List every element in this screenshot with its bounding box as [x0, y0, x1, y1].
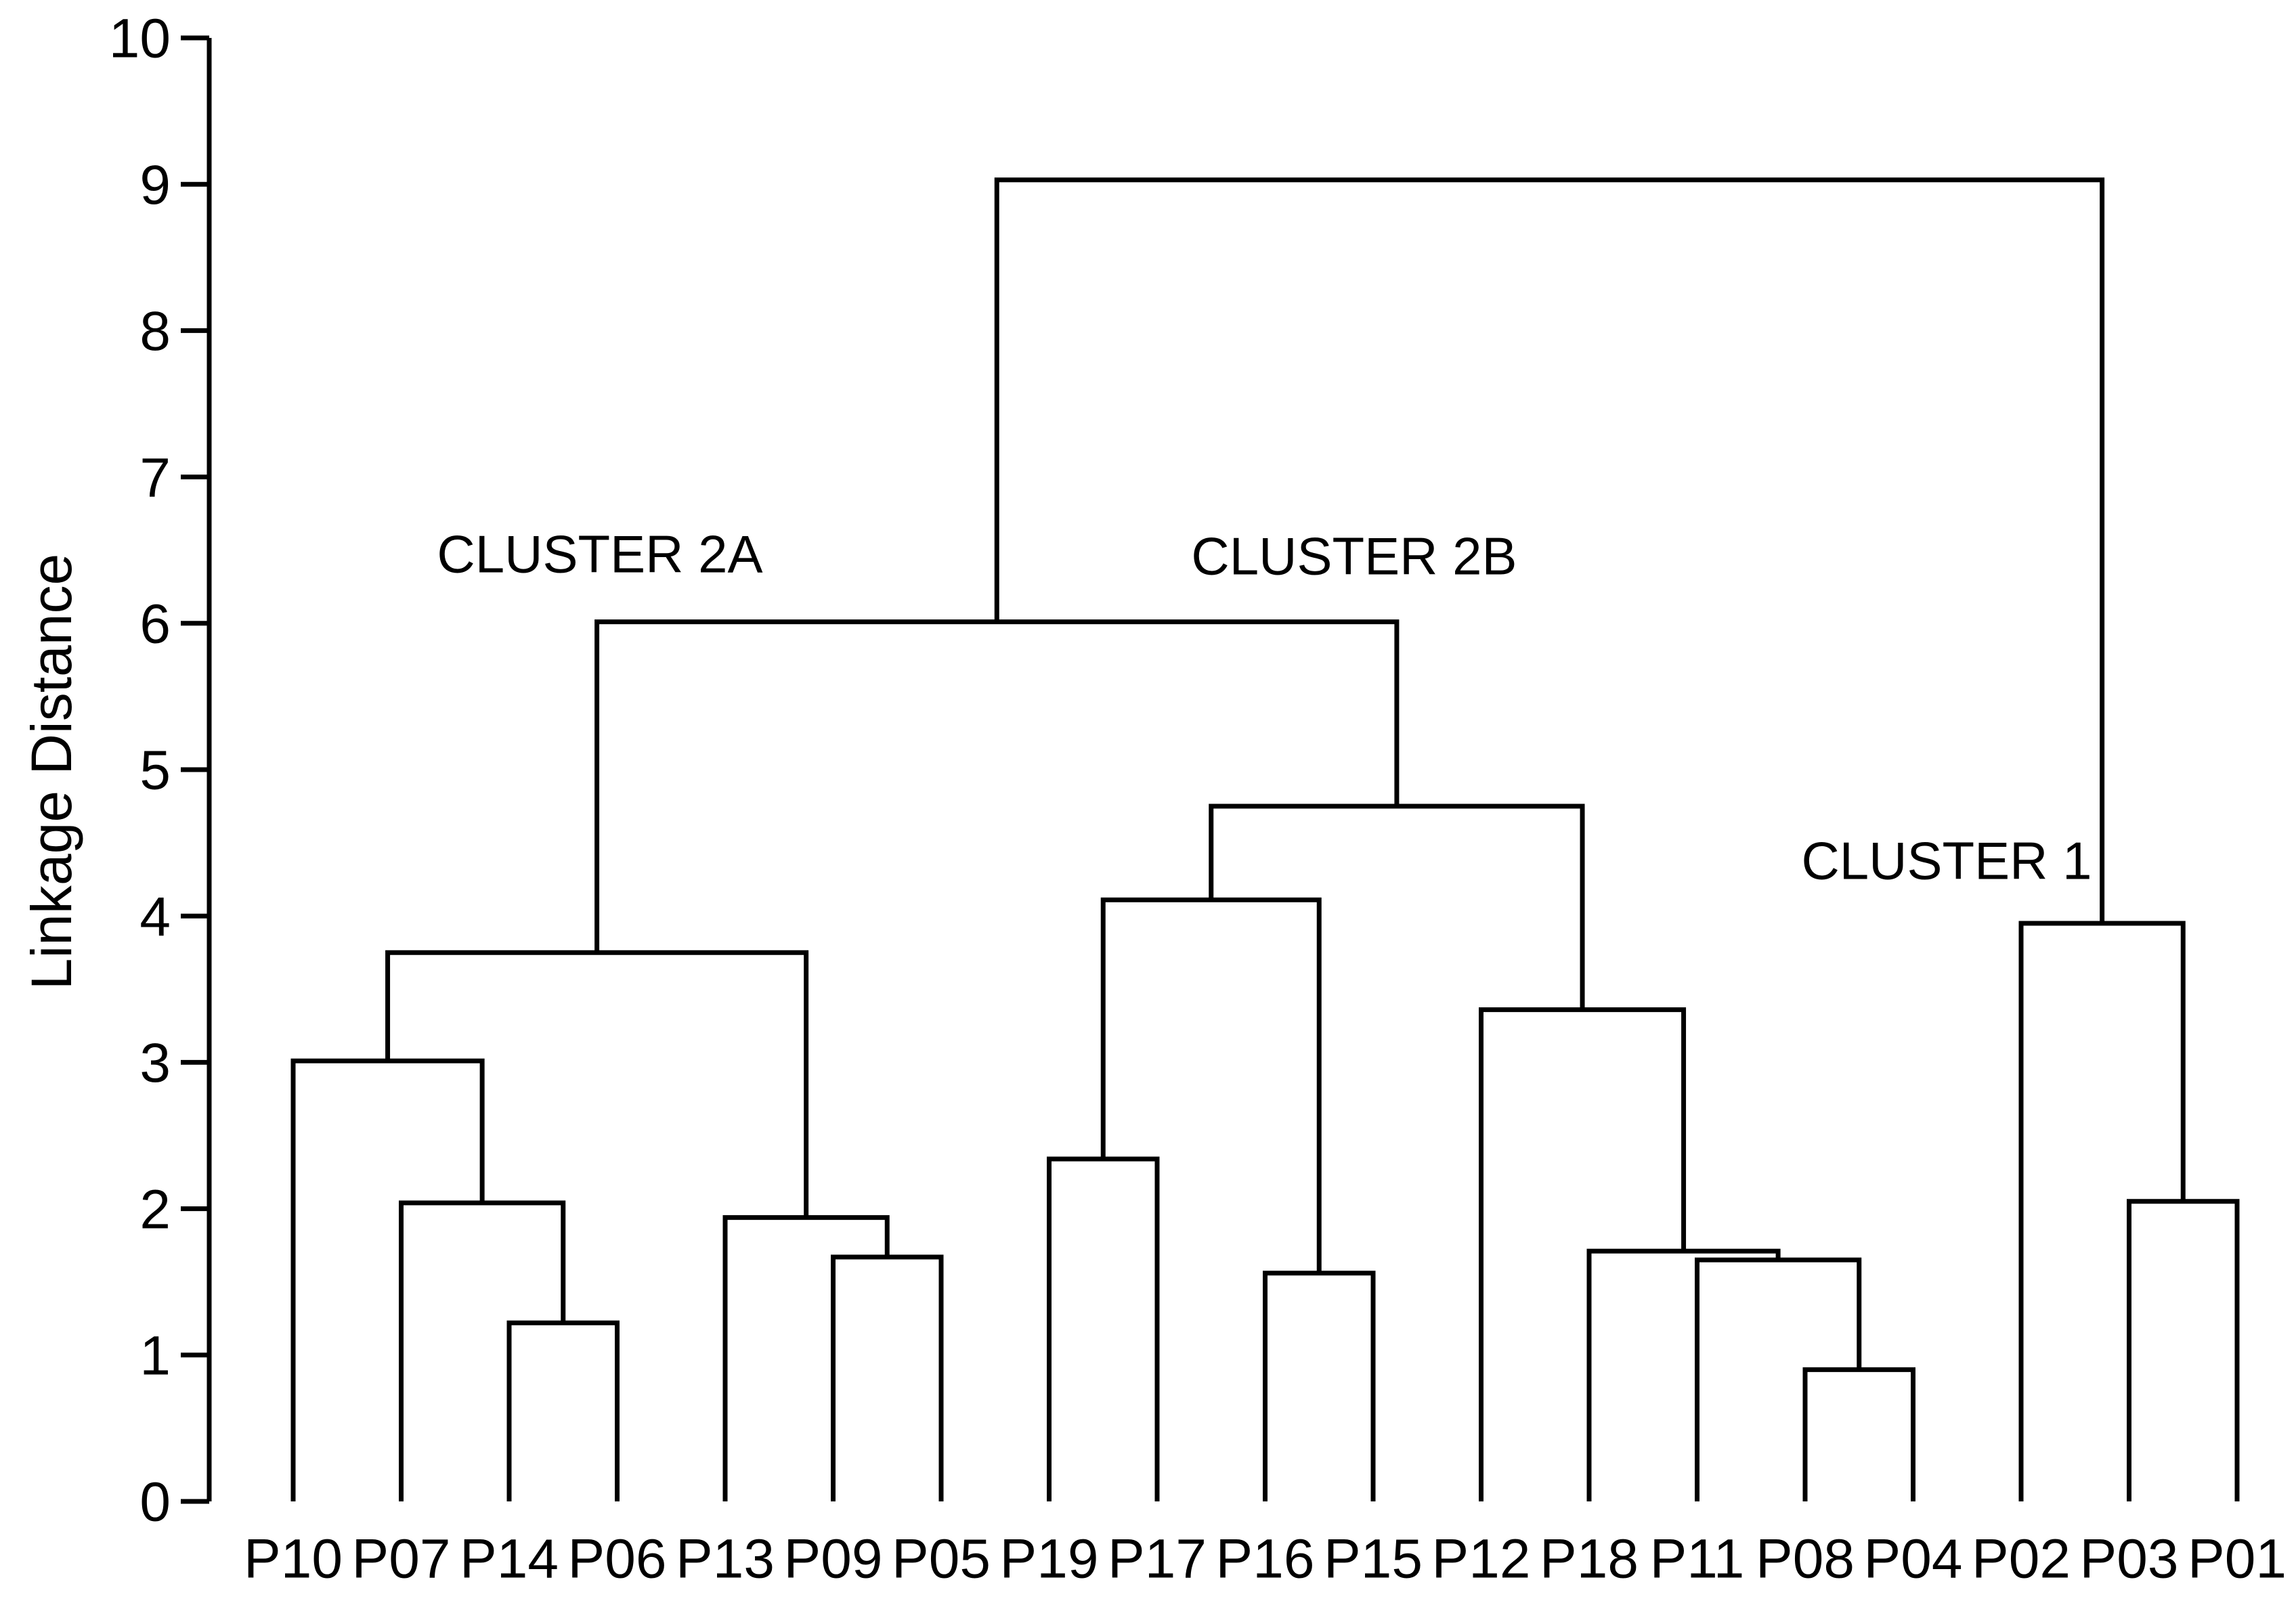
leaf-label: P11: [1650, 1528, 1745, 1590]
leaf-label: P15: [1324, 1528, 1423, 1590]
leaf-label: P14: [460, 1528, 559, 1590]
y-axis-tick-label: 9: [139, 154, 171, 216]
leaf-label: P09: [784, 1528, 883, 1590]
y-axis-tick-label: 5: [139, 740, 171, 801]
leaf-label: P17: [1108, 1528, 1207, 1590]
leaf-label: P12: [1432, 1528, 1531, 1590]
y-axis-tick-labels: 0 1 2 3 4 5 6 7 8 9 10: [109, 8, 171, 1533]
leaf-label: P10: [244, 1528, 343, 1590]
y-axis: [181, 35, 212, 1504]
leaf-label: P19: [1000, 1528, 1099, 1590]
y-axis-tick-label: 2: [139, 1179, 171, 1240]
leaf-label: P16: [1216, 1528, 1315, 1590]
y-axis-tick-label: 1: [139, 1325, 171, 1387]
leaf-label: P03: [2080, 1528, 2179, 1590]
y-axis-tick-label: 6: [139, 594, 171, 655]
dendrogram-link: [831, 1254, 944, 1501]
leaf-label: P04: [1864, 1528, 1963, 1590]
leaf-label: P18: [1540, 1528, 1639, 1590]
dendrogram-link: [1586, 1248, 1781, 1501]
leaf-label: P06: [568, 1528, 667, 1590]
y-axis-tick-label: 4: [139, 886, 171, 948]
dendrogram-link: [1263, 1271, 1376, 1501]
leaf-label: P07: [352, 1528, 451, 1590]
leaf-label: P05: [892, 1528, 991, 1590]
dendrogram-link: [506, 1320, 620, 1501]
cluster-1-label: CLUSTER 1: [1801, 831, 2092, 890]
y-axis-tick-label: 8: [139, 301, 171, 362]
y-axis-tick-label: 7: [139, 447, 171, 508]
y-axis-tick-label: 10: [109, 8, 171, 70]
leaf-label: P13: [676, 1528, 775, 1590]
dendrogram-link: [1100, 897, 1322, 1273]
y-axis-tick-label: 3: [139, 1032, 171, 1094]
y-axis-tick-label: 0: [139, 1472, 171, 1533]
leaf-label: P01: [2188, 1528, 2287, 1590]
leaf-label: P08: [1756, 1528, 1855, 1590]
dendrogram-link: [994, 177, 2105, 924]
cluster-2b-label: CLUSTER 2B: [1191, 526, 1517, 586]
leaf-label: P02: [1972, 1528, 2071, 1590]
dendrogram-link: [290, 1058, 485, 1501]
y-axis-title: Linkage Distance: [20, 554, 83, 990]
cluster-2a-label: CLUSTER 2A: [437, 524, 762, 584]
dendrogram-link: [1479, 1007, 1687, 1501]
dendrogram-tree: [290, 177, 2240, 1501]
